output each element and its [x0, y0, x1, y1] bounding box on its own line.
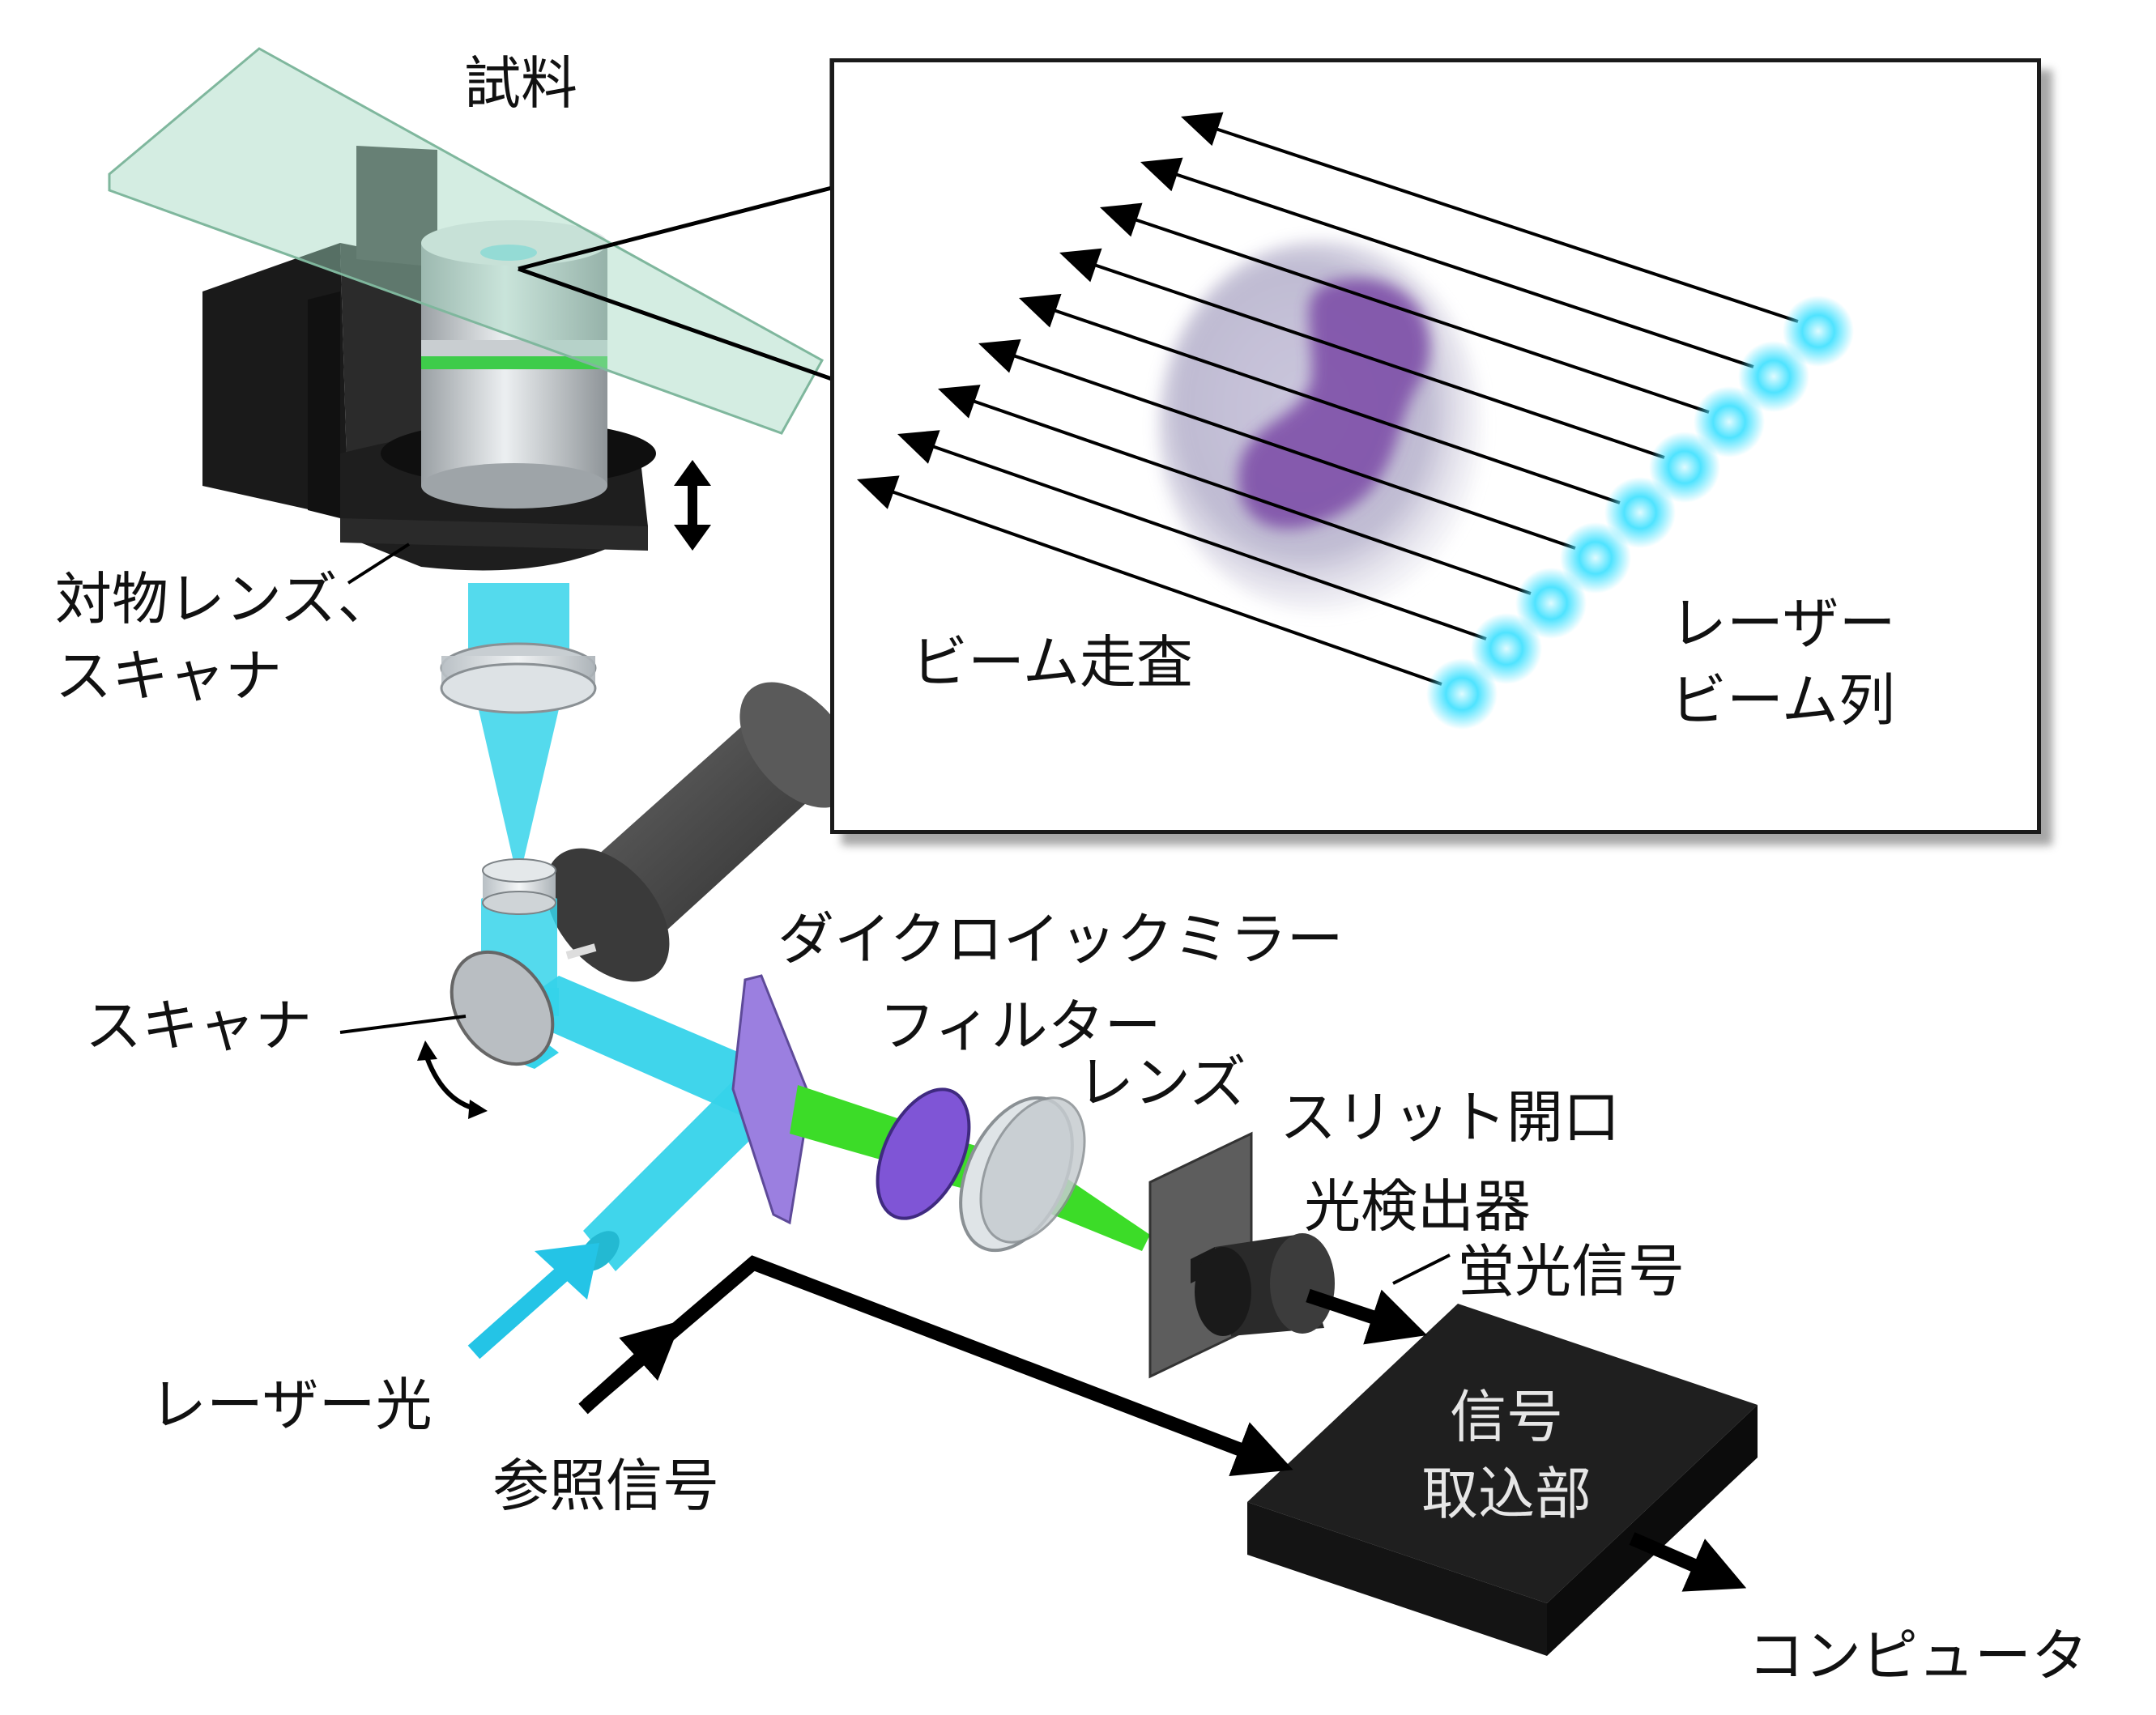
scan-arrowhead: [978, 338, 1021, 373]
emission-filter: [876, 1087, 971, 1220]
tube-lens: [440, 642, 597, 714]
scan-arrowhead: [897, 430, 940, 464]
scan-lens: [482, 858, 556, 915]
laser-beam-array-label-line1: レーザー: [1670, 590, 1896, 657]
focusing-lens: [959, 1096, 1086, 1253]
scanner-label: スキャナ: [85, 993, 312, 1059]
scanner-mirror: [450, 950, 555, 1066]
lens-label: レンズ: [1077, 1049, 1246, 1116]
computer-label: コンピュータ: [1748, 1623, 2088, 1689]
reference-signal-label: 参照信号: [492, 1453, 719, 1519]
laser-spot: [1471, 613, 1542, 684]
laser-spot: [1560, 522, 1631, 594]
laser-light-label: レーザー光: [150, 1372, 432, 1438]
laser-spot: [1649, 432, 1720, 503]
scan-arrowhead: [1059, 248, 1102, 283]
scan-line: [1172, 172, 1754, 368]
scan-line: [1050, 308, 1621, 504]
filter-label: フィルター: [879, 993, 1161, 1059]
objective-scanner-label-line1: 対物レンズ、: [55, 566, 394, 632]
beam-scan-label: ビーム走査: [911, 629, 1193, 696]
scan-line: [969, 398, 1532, 595]
laser-spot: [1515, 568, 1587, 639]
laser-spot-row: [1426, 296, 1854, 730]
signal-arrows: [578, 1255, 1747, 1592]
laser-spot: [1604, 477, 1676, 548]
cell-image: [1158, 240, 1482, 613]
scan-line: [1091, 262, 1665, 459]
signal-capture-label-line2: 取込部: [1421, 1461, 1591, 1527]
signal-capture-label-line1: 信号: [1450, 1384, 1563, 1450]
scan-arrowhead: [1019, 293, 1062, 328]
laser-spot: [1694, 386, 1765, 457]
laser-spot: [1783, 296, 1854, 367]
scan-arrowhead: [1140, 157, 1183, 192]
photodetector: [1195, 1233, 1335, 1336]
scan-line: [1212, 126, 1799, 323]
scan-arrowhead: [1100, 202, 1143, 237]
objective-scanner-assembly: [108, 47, 824, 571]
scan-illustration: [857, 112, 1854, 730]
laser-spot: [1426, 658, 1498, 730]
slit-aperture-label: スリット開口: [1280, 1084, 1620, 1151]
double-vertical-arrow-icon: [674, 460, 711, 551]
scan-line: [1010, 353, 1576, 550]
signal-capture-unit: [1247, 1304, 1758, 1656]
beam-scan-lines: [857, 112, 1799, 686]
scanner-motor: [545, 682, 856, 982]
sample-label: 試料: [464, 50, 577, 117]
scan-line: [929, 444, 1487, 640]
photodetector-label: 光検出器: [1304, 1173, 1531, 1240]
cyan-arrow-icon: [467, 1243, 599, 1360]
fluorescence-signal-label: 蛍光信号: [1458, 1238, 1685, 1304]
dichroic-mirror: [731, 974, 812, 1225]
scan-arrowhead: [1181, 112, 1224, 147]
dichroic-mirror-label: ダイクロイックミラー: [778, 906, 1344, 972]
scan-arrowhead: [938, 385, 981, 419]
scan-line: [1131, 217, 1710, 414]
scan-line: [888, 489, 1442, 686]
laser-beam-array-label-line2: ビーム列: [1670, 667, 1895, 734]
inset-panel: [830, 58, 2041, 834]
leader-lines: [339, 543, 1451, 1285]
objective-scanner-label-line2: スキャナ: [55, 643, 282, 709]
laser-spot: [1738, 341, 1809, 412]
curved-double-arrow-icon: [417, 1040, 488, 1119]
scan-arrowhead: [857, 475, 900, 509]
